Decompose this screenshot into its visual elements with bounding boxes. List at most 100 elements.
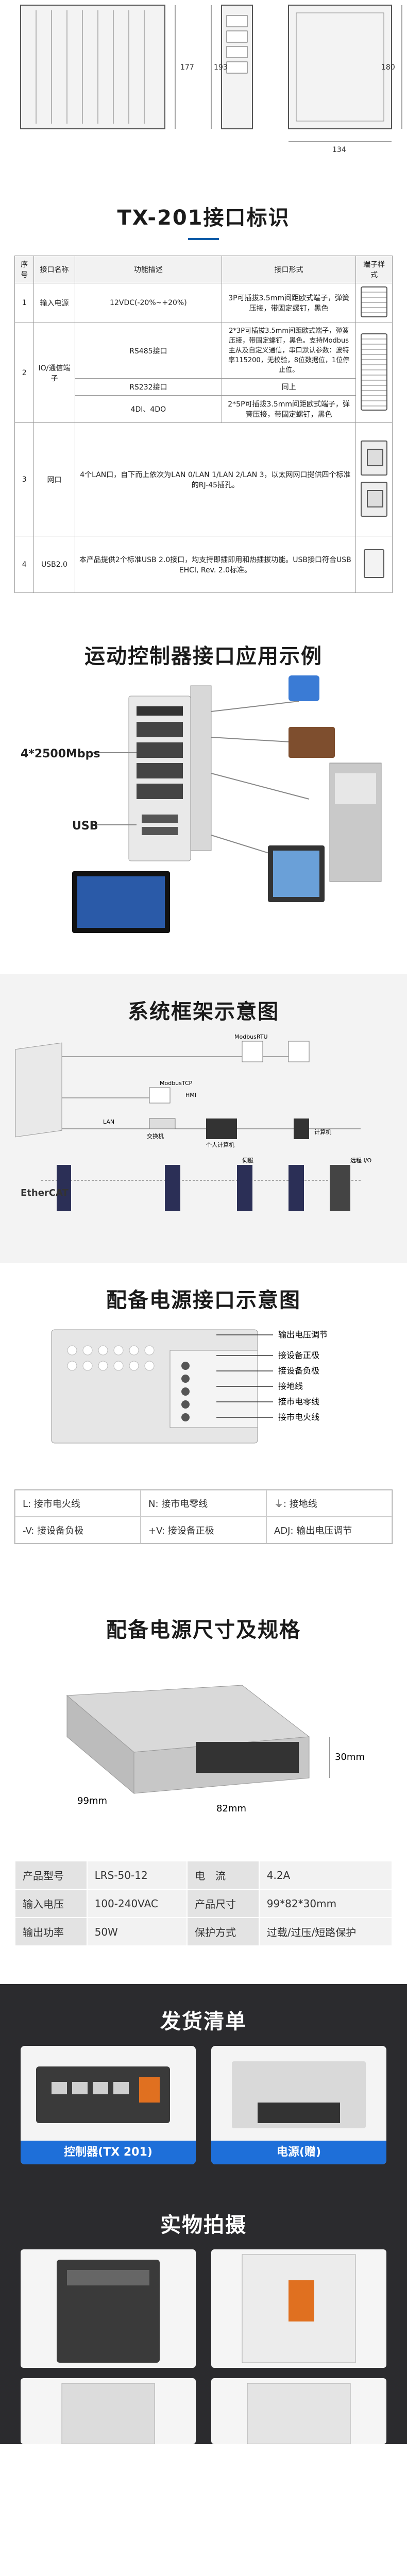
pin-n: N: 接市电零线 [141,1490,266,1517]
cell-no: 3 [14,422,35,536]
lan-speed-label: 4*2500Mbps [21,748,100,760]
fw-label-modbusrtu: ModbusRTU [234,1033,268,1040]
cell-form: 4个LAN口，自下而上依次为LAN 0/LAN 1/LAN 2/LAN 3，以太… [74,422,357,536]
cell-form: 2*3P可插拔3.5mm间距欧式端子，弹簧压接，带固定螺钉，黑色。支持Modbu… [222,323,357,379]
framework-section: 系统框架示意图 ModbusRTU ModbusTCP HMI 交换机 个人计算… [0,974,407,1263]
callout-adj: 输出电压调节 [278,1330,328,1340]
table-row: 2 IO/通信端子 RS485接口 2*3P可插拔3.5mm间距欧式端子，弹簧压… [14,323,393,423]
spec-value: 过载/过压/短路保护 [258,1917,393,1946]
shot-photo-3 [21,2378,196,2444]
callout-minus: 接设备负极 [278,1366,319,1376]
cell-no: 1 [14,283,35,323]
cell-form: 2*5P可插拔3.5mm间距欧式端子，弹簧压接，带固定螺钉，黑色 [222,395,357,423]
table-row: 3 网口 4个LAN口，自下而上依次为LAN 0/LAN 1/LAN 2/LAN… [14,422,393,536]
section-title-interfaces: TX-201接口标识 [117,206,290,230]
fw-label-hmi: HMI [185,1092,196,1098]
packing-item-label: 控制器(TX 201) [21,2141,196,2164]
application-diagram [72,675,382,933]
framework-diagram: ModbusRTU ModbusTCP HMI 交换机 个人计算机 伺服 计算机… [15,1033,371,1211]
spec-key: 输出功率 [14,1917,88,1946]
table-row: 输入电压 100-240VAC 产品尺寸 99*82*30mm [14,1889,393,1918]
fw-label-pc: 个人计算机 [206,1141,234,1148]
pin-plus: +V: 接设备正极 [141,1517,266,1544]
fw-label-ethercat: EtherCAT [21,1188,69,1198]
packing-item-label: 电源(赠) [211,2141,386,2164]
callout-ground: 接地线 [278,1381,303,1391]
dim-99mm: 99mm [77,1795,107,1806]
cell-name: 输入电源 [33,283,75,323]
shot-photo-1 [21,2249,196,2368]
rj45-icon [361,481,388,517]
callout-live: 接市电火线 [278,1412,319,1422]
table-row: 1 输入电源 12VDC(-20%~+20%) 3P可插拔3.5mm间距欧式端子… [14,283,393,323]
th-name: 接口名称 [33,256,75,283]
cell-func: RS485接口 [74,323,223,379]
fw-label-computer: 计算机 [314,1128,331,1136]
spec-value: 100-240VAC [86,1889,188,1918]
dim-label-180: 180 [381,63,395,72]
cell-func: 4DI、4DO [74,395,223,423]
fw-label-lan: LAN [103,1118,114,1125]
section-title-power-interface: 配备电源接口示意图 [106,1289,301,1312]
table-row: 输出功率 50W 保护方式 过载/过压/短路保护 [14,1917,393,1946]
th-form: 接口形式 [222,256,357,283]
packing-item-controller: 控制器(TX 201) [21,2046,196,2164]
dim-label-193: 193 [214,63,228,72]
pin-minus: -V: 接设备负极 [15,1517,141,1544]
fw-label-modbustcp: ModbusTCP [160,1080,193,1087]
spec-key: 电 流 [186,1860,260,1890]
cell-form: 本产品提供2个标准USB 2.0接口，均支持即插即用和热插拔功能。USB接口符合… [74,536,357,593]
table-row: 4 USB2.0 本产品提供2个标准USB 2.0接口，均支持即插即用和热插拔功… [14,536,393,593]
dim-82mm: 82mm [216,1803,246,1814]
usb-label: USB [72,820,98,833]
spec-key: 保护方式 [186,1917,260,1946]
fw-label-servo: 伺服 [242,1157,253,1164]
cell-style [355,283,393,323]
interface-table-section: TX-201接口标识 序号 接口名称 功能描述 接口形式 端子样式 1 输入电源… [0,170,407,619]
power-spec-table: 产品型号 LRS-50-12 电 流 4.2A 输入电压 100-240VAC … [14,1860,393,1946]
spec-value: LRS-50-12 [86,1860,188,1890]
fw-label-remote-io: 远程 I/O [350,1157,371,1164]
power-supply-photo [232,2061,366,2128]
shot-photo-4 [211,2378,386,2444]
terminal-block-icon [361,333,388,411]
pin-adj: ADJ: 输出电压调节 [266,1517,392,1544]
callout-plus: 接设备正极 [278,1350,319,1360]
cell-style [355,536,393,593]
section-title-framework: 系统框架示意图 [128,1000,279,1024]
section-title-packing: 发货清单 [160,2010,247,2033]
usb-port-icon [364,549,385,578]
power-size-section: 配备电源尺寸及规格 30mm 99mm 82mm 产品型号 LRS-50-12 … [0,1592,407,1984]
dimension-drawing: 177 193 180 134 [20,5,402,154]
spec-value: 99*82*30mm [258,1889,393,1918]
cell-name: IO/通信端子 [33,323,75,423]
spec-key: 产品尺寸 [186,1889,260,1918]
spec-key: 产品型号 [14,1860,88,1890]
terminal-block-icon [361,286,388,317]
controller-photo [36,2066,170,2123]
spec-value: 4.2A [258,1860,393,1890]
fw-label-switch: 交换机 [147,1132,164,1140]
dim-label-134: 134 [332,146,346,154]
cell-func: RS232接口 [74,378,223,396]
th-func: 功能描述 [74,256,223,283]
section-title-power-size: 配备电源尺寸及规格 [106,1618,301,1642]
section-title-shots: 实物拍摄 [160,2213,247,2237]
cell-style [355,422,393,536]
pin-legend: L: 接市电火线 N: 接市电零线 ⏚: 接地线 -V: 接设备负极 +V: 接… [14,1489,393,1544]
power-size-drawing: 30mm 99mm 82mm [66,1685,365,1814]
cell-style [355,323,393,423]
packing-section: 发货清单 控制器(TX 201) 电源(赠) [0,1984,407,2193]
power-interface-section: 配备电源接口示意图 输出电压调节 接设备正极 接设备负极 接地线 接市电零线 接… [0,1263,407,1592]
cell-name: USB2.0 [33,536,75,593]
shots-section: 实物拍摄 [0,2193,407,2444]
pin-ground: ⏚: 接地线 [266,1490,392,1517]
cell-name: 网口 [33,422,75,536]
cell-form: 3P可插拔3.5mm间距欧式端子，弹簧压接，带固定螺钉，黑色 [222,283,357,323]
dim-30mm: 30mm [335,1752,365,1762]
section-title-application: 运动控制器接口应用示例 [84,645,323,668]
cell-no: 4 [14,536,35,593]
dim-label-177: 177 [180,63,194,72]
cell-no: 2 [14,323,35,423]
th-no: 序号 [14,256,35,283]
